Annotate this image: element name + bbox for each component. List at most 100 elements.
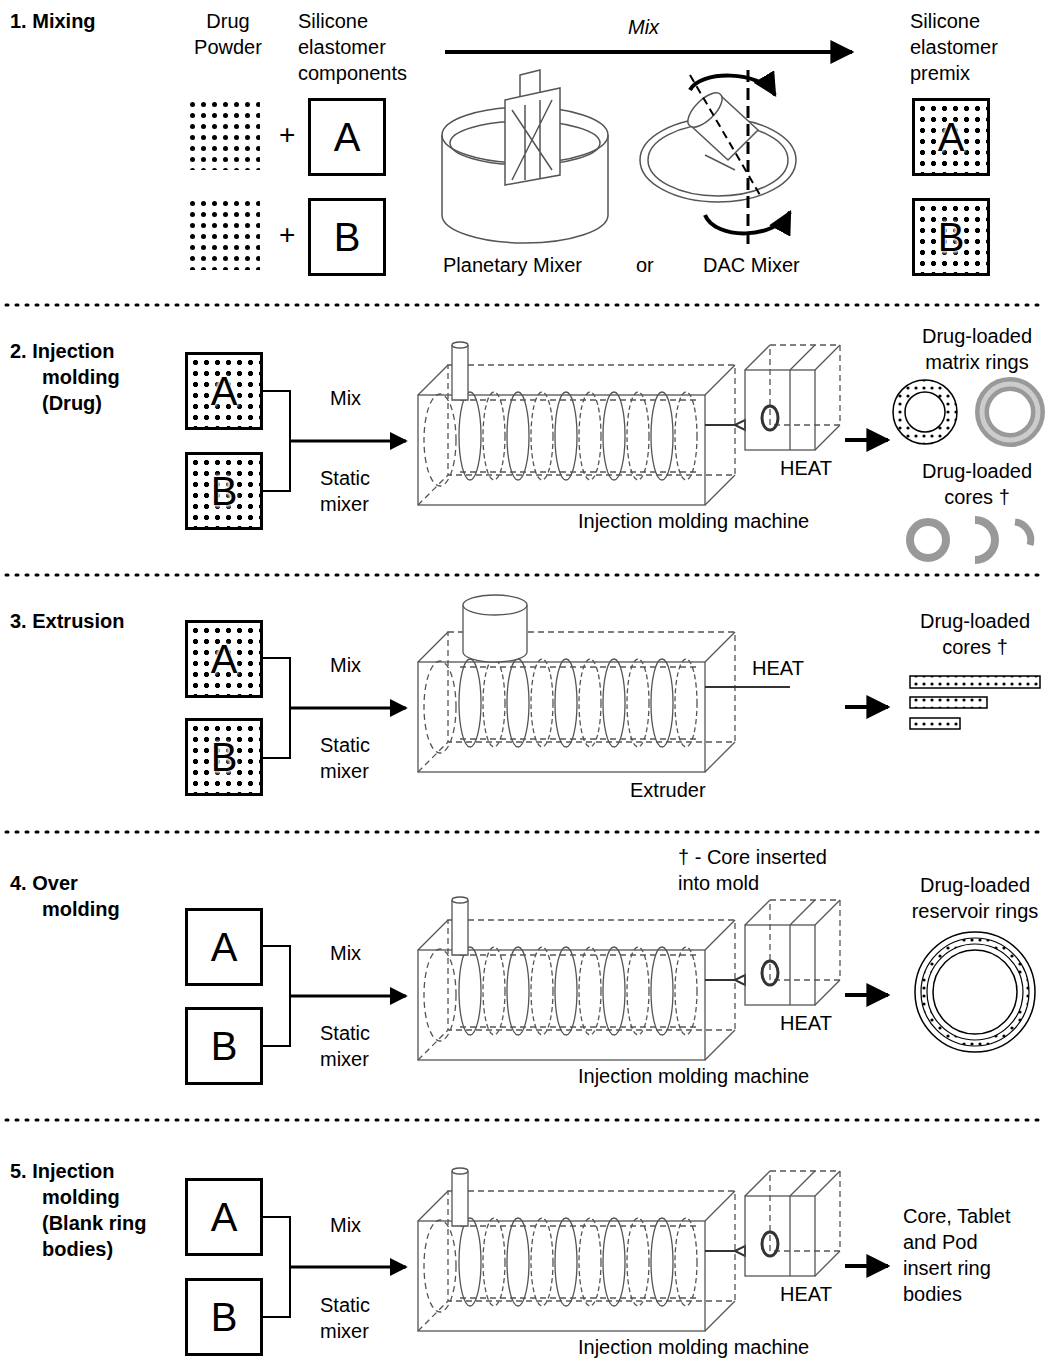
ring-inner xyxy=(933,950,1017,1034)
screw-flight xyxy=(579,659,601,747)
equipment-label: Planetary Mixer xyxy=(443,252,582,278)
component-box: B xyxy=(308,198,386,276)
screw-flight xyxy=(507,659,529,747)
component-letter: A xyxy=(334,115,361,159)
section-title: 2. Injection molding (Drug) xyxy=(10,338,170,416)
extruded-core xyxy=(910,697,987,708)
hopper-top xyxy=(452,342,468,348)
extrudate xyxy=(705,686,790,688)
nozzle xyxy=(705,420,745,430)
core-segment xyxy=(975,520,995,560)
screw-flight xyxy=(459,947,481,1035)
barrel-end xyxy=(424,1220,456,1312)
screw-flight xyxy=(579,1218,601,1306)
feed-arrow xyxy=(290,1266,406,1269)
mold-back xyxy=(770,900,840,980)
rotation-arrow xyxy=(705,212,790,233)
core-segment xyxy=(1015,522,1031,545)
component-box: A xyxy=(308,98,386,176)
heat-label: HEAT xyxy=(780,1010,832,1036)
premix-box: B xyxy=(185,718,263,796)
matrix-ring-3d xyxy=(982,384,1038,440)
output-label: Drug-loaded cores † xyxy=(905,458,1049,510)
bracket xyxy=(263,946,290,1046)
plus-sign: + xyxy=(279,122,295,148)
screw-flight xyxy=(627,659,649,747)
screw-flight xyxy=(531,659,553,747)
screw-flight xyxy=(483,392,505,480)
barrel-back xyxy=(448,1191,735,1301)
output-arrow xyxy=(845,1264,888,1268)
drug-powder xyxy=(188,198,260,270)
screw-flight xyxy=(675,1218,697,1306)
step-label: Mix xyxy=(628,14,659,40)
rotation-arrow xyxy=(690,76,775,95)
barrel-edge xyxy=(418,1030,448,1060)
output-arrow xyxy=(845,438,888,442)
feed-arrow xyxy=(290,440,406,443)
nozzle xyxy=(705,975,745,985)
mix-arrow xyxy=(445,50,852,54)
step-label: Mix xyxy=(330,652,361,678)
drug-powder xyxy=(188,98,260,170)
screw-flight xyxy=(675,659,697,747)
reservoir-core xyxy=(921,938,1029,1046)
screw-flight xyxy=(555,659,577,747)
step-label: Mix xyxy=(330,940,361,966)
screw-flight xyxy=(603,392,625,480)
component-box: A xyxy=(185,908,263,986)
barrel-back xyxy=(448,365,735,475)
mixer-paddle xyxy=(505,88,560,185)
step-label: Static mixer xyxy=(320,465,390,517)
equipment-label: Extruder xyxy=(630,777,706,803)
planetary-mixer xyxy=(442,70,608,243)
output-label: Drug-loaded matrix rings xyxy=(905,323,1049,375)
barrel-edge xyxy=(418,475,448,505)
equipment-label: Injection molding machine xyxy=(578,1334,809,1360)
heat-label: HEAT xyxy=(780,455,832,481)
screw-shaft xyxy=(460,400,700,472)
bracket xyxy=(263,1217,290,1317)
hopper-top xyxy=(452,1168,468,1174)
screw-flight xyxy=(507,1218,529,1306)
heat-label: HEAT xyxy=(752,655,804,681)
section-title: 3. Extrusion xyxy=(10,608,124,634)
component-box: B xyxy=(185,1007,263,1085)
ring-outer xyxy=(915,932,1035,1052)
screw-flight xyxy=(531,392,553,480)
column-heading: Silicone elastomer components xyxy=(298,8,428,86)
barrel-edge xyxy=(418,1301,448,1331)
heat-label: HEAT xyxy=(780,1281,832,1307)
dac-axis-main xyxy=(747,70,750,245)
mold-edge xyxy=(745,900,840,1005)
screw-flight xyxy=(603,1218,625,1306)
screw-flight xyxy=(675,392,697,480)
hopper xyxy=(452,345,468,400)
hopper xyxy=(452,1171,468,1226)
screw-flight xyxy=(603,659,625,747)
section-title: 4. Over molding xyxy=(10,870,130,922)
feed-arrow xyxy=(290,707,406,710)
screw-flight xyxy=(459,1218,481,1306)
component-letter: B xyxy=(211,735,238,779)
section-title: 1. Mixing xyxy=(10,8,96,34)
equipment-label: Injection molding machine xyxy=(578,1063,809,1089)
mold-front xyxy=(745,925,815,1005)
mold-cavity xyxy=(762,406,778,430)
screw-shaft xyxy=(460,667,700,739)
equipment-label: Injection molding machine xyxy=(578,508,809,534)
premix-box: B xyxy=(912,198,990,276)
barrel-edge xyxy=(418,742,448,772)
mold-back xyxy=(770,345,840,425)
screw-flight xyxy=(627,1218,649,1306)
matrix-ring xyxy=(893,380,957,444)
screw-flight xyxy=(555,1218,577,1306)
panel-separator xyxy=(6,831,1046,834)
panel-separator xyxy=(6,574,1046,577)
screw-flight xyxy=(651,1218,673,1306)
mold-back xyxy=(770,1171,840,1251)
screw-flight xyxy=(627,947,649,1035)
screw-flight xyxy=(651,659,673,747)
